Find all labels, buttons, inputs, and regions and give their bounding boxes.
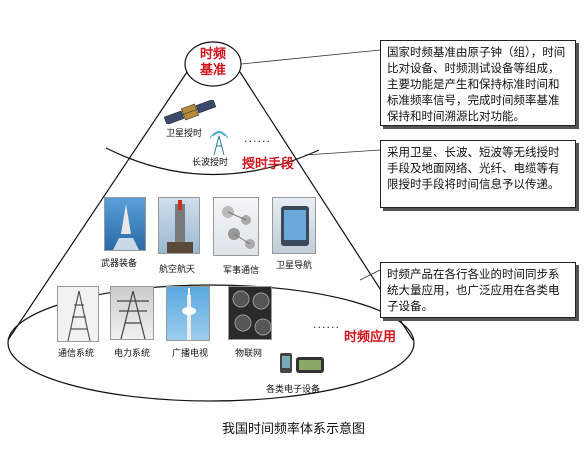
connector-1	[240, 49, 381, 65]
top-label: 时频 基准	[197, 47, 229, 79]
label-power-system: 电力系统	[114, 349, 151, 359]
connector-3	[359, 269, 381, 281]
photo-satellite-nav	[272, 197, 316, 254]
top-label-line2: 基准	[199, 63, 226, 78]
label-iot: 物联网	[235, 349, 263, 359]
longwave-timing-label: 长波授时	[192, 158, 229, 168]
label-aerospace: 航空航天	[159, 265, 196, 275]
figure-caption: 我国时间频率体系示意图	[221, 422, 365, 437]
label-satellite-nav: 卫星导航	[276, 261, 313, 271]
middle-divider-curve	[105, 147, 320, 176]
top-label-line1: 时频	[199, 47, 226, 62]
label-electronic-devices: 各类电子设备	[266, 385, 321, 395]
label-comm-system: 通信系统	[58, 349, 95, 359]
photo-broadcast	[166, 286, 210, 341]
cone-left-edge	[7, 71, 188, 341]
label-broadcast: 广播电视	[172, 349, 209, 359]
connector-2	[304, 149, 381, 156]
photo-power-system	[110, 286, 154, 340]
callout-time-frequency-reference: 国家时频基准由原子钟（组），时间比对设备、时频测试设备等组成，主要功能是产生和保…	[380, 40, 576, 126]
photo-military-comm	[213, 197, 259, 256]
longwave-tower-icon	[209, 131, 229, 156]
satellite-timing-label: 卫星授时	[166, 129, 203, 139]
label-weapons: 武器装备	[101, 259, 138, 269]
label-military-comm: 军事通信	[223, 266, 260, 276]
bottom-ellipse	[7, 284, 415, 402]
layer3-ellipsis: ......	[313, 318, 340, 331]
layer2-ellipsis: ......	[244, 132, 271, 145]
photo-aerospace	[158, 197, 200, 254]
photo-comm-system	[57, 286, 99, 342]
callout-timing-means: 采用卫星、长波、短波等无线授时手段及地面网络、光纤、电缆等有限授时手段将时间信息…	[380, 140, 576, 208]
layer2-title: 授时手段	[242, 157, 295, 172]
photo-iot	[228, 286, 272, 340]
layer3-title: 时频应用	[344, 330, 397, 345]
photo-weapons	[104, 197, 146, 251]
satellite-icon	[163, 100, 217, 124]
electronic-devices-icon	[280, 353, 324, 373]
callout-applications: 时频产品在各行各业的时间同步系统大量应用，也广泛应用在各类电子设备。	[380, 262, 576, 318]
